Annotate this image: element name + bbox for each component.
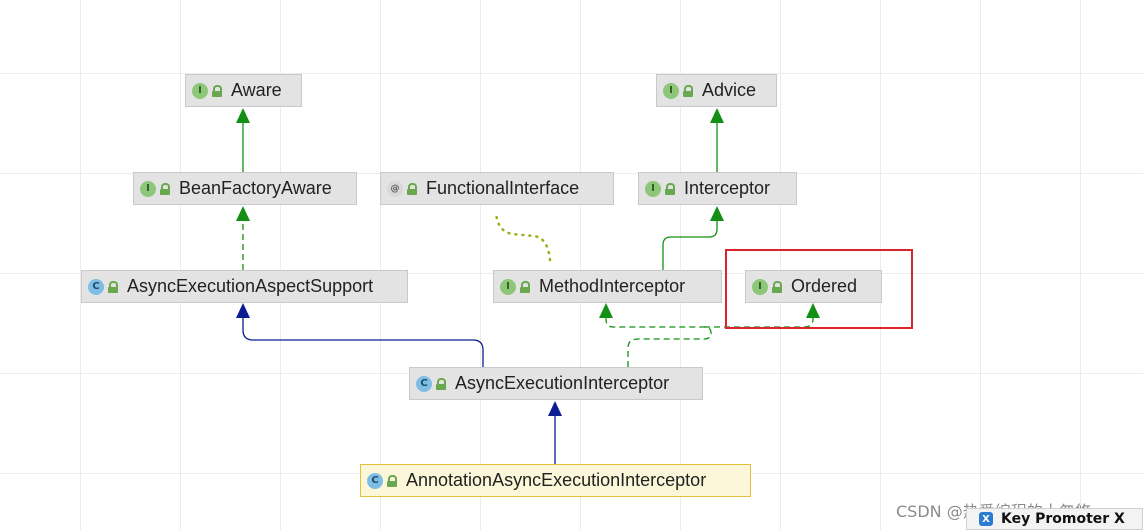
lock-icon <box>387 474 397 487</box>
arrowhead-aspectsupport <box>236 303 250 318</box>
node-label: AsyncExecutionAspectSupport <box>127 276 374 296</box>
key-promoter-popup[interactable]: X Key Promoter X <box>966 508 1143 530</box>
arrowhead-asyncinterceptor <box>548 401 562 416</box>
node-label: FunctionalInterface <box>426 178 580 198</box>
node-methodinterceptor[interactable]: I MethodInterceptor <box>493 270 722 303</box>
key-promoter-icon: X <box>979 512 993 526</box>
highlight-box <box>725 249 913 329</box>
edge-asyncinterceptor-aspectsupport <box>242 318 484 367</box>
node-advice[interactable]: I Advice <box>656 74 777 107</box>
arrowhead-advice <box>710 108 724 123</box>
interface-icon: I <box>140 180 156 197</box>
edge-asyncinterceptor-implements <box>605 318 712 367</box>
node-label: AnnotationAsyncExecutionInterceptor <box>406 470 707 490</box>
edge-methodinterceptor-functionalinterface <box>494 210 552 262</box>
arrowhead-aware <box>236 108 250 123</box>
lock-icon <box>772 280 782 293</box>
class-icon: C <box>367 472 383 489</box>
edge-methodinterceptor-interceptor <box>662 220 718 270</box>
node-asyncexecutioninterceptor[interactable]: C AsyncExecutionInterceptor <box>409 367 703 400</box>
interface-icon: I <box>192 82 208 99</box>
node-beanfactoryaware[interactable]: I BeanFactoryAware <box>133 172 357 205</box>
interface-icon: I <box>645 180 661 197</box>
lock-icon <box>212 84 222 97</box>
node-asyncexecutionaspectsupport[interactable]: C AsyncExecutionAspectSupport <box>81 270 408 303</box>
lock-icon <box>160 182 170 195</box>
interface-icon: I <box>752 278 768 295</box>
edge-asyncinterceptor-ordered <box>704 318 814 328</box>
node-annotationasyncexecutioninterceptor[interactable]: C AnnotationAsyncExecutionInterceptor <box>360 464 751 497</box>
key-promoter-label: Key Promoter X <box>1001 511 1125 527</box>
lock-icon <box>436 377 446 390</box>
class-icon: C <box>416 375 432 392</box>
lock-icon <box>520 280 530 293</box>
node-functionalinterface[interactable]: @ FunctionalInterface <box>380 172 614 205</box>
lock-icon <box>108 280 118 293</box>
annotation-icon: @ <box>387 180 403 197</box>
lock-icon <box>665 182 675 195</box>
interface-icon: I <box>500 278 516 295</box>
node-interceptor[interactable]: I Interceptor <box>638 172 797 205</box>
arrowhead-interceptor <box>710 206 724 221</box>
interface-icon: I <box>663 82 679 99</box>
arrowhead-methodinterceptor <box>599 303 613 318</box>
class-icon: C <box>88 278 104 295</box>
node-label: Advice <box>702 80 757 100</box>
node-aware[interactable]: I Aware <box>185 74 302 107</box>
lock-icon <box>407 182 417 195</box>
node-label: AsyncExecutionInterceptor <box>455 373 670 393</box>
node-label: Ordered <box>791 276 858 296</box>
arrowhead-ordered <box>806 303 820 318</box>
arrowhead-beanfactoryaware <box>236 206 250 221</box>
node-label: BeanFactoryAware <box>179 178 332 198</box>
node-label: MethodInterceptor <box>539 276 686 296</box>
node-label: Aware <box>231 80 282 100</box>
node-label: Interceptor <box>684 178 771 198</box>
node-ordered[interactable]: I Ordered <box>745 270 882 303</box>
lock-icon <box>683 84 693 97</box>
